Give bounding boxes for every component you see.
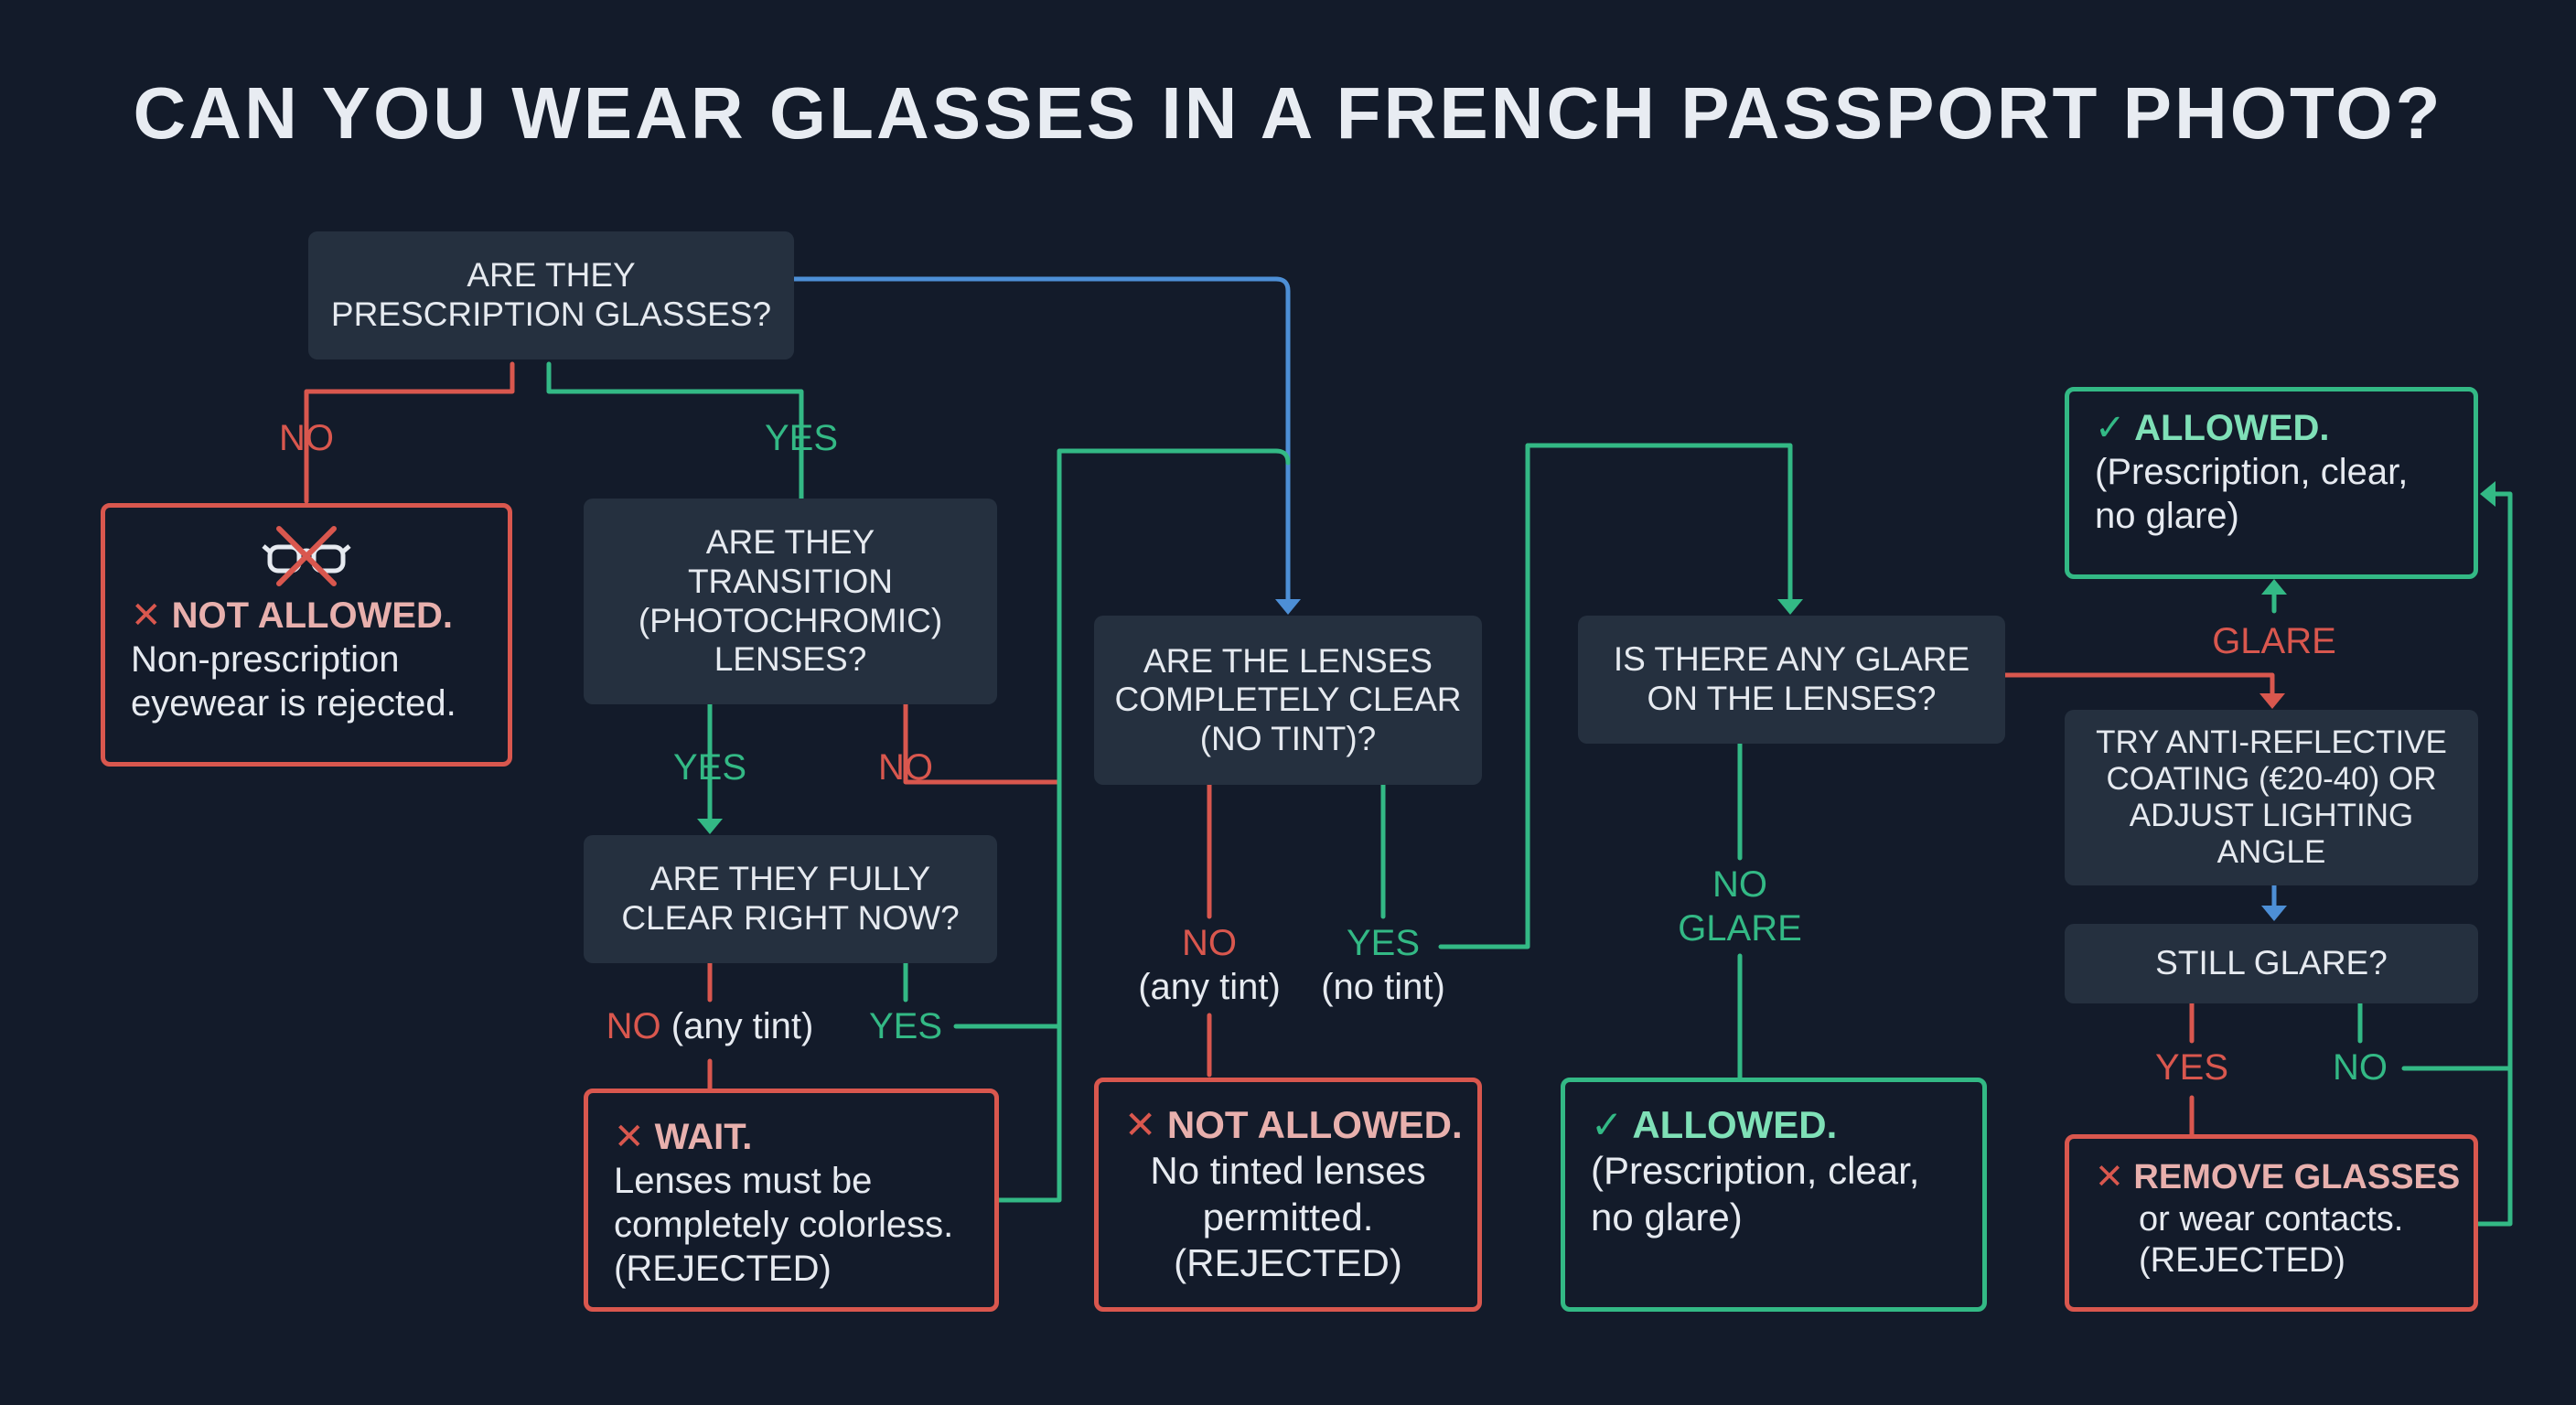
question-transition: ARE THEY TRANSITION (PHOTOCHROMIC) LENSE…	[584, 499, 997, 704]
question-still-glare: STILL GLARE?	[2065, 924, 2478, 1003]
connector-rx-no	[304, 361, 515, 504]
connector-gl-yes	[2002, 672, 2275, 700]
question-lenses-clear: ARE THE LENSES COMPLETELY CLEAR (NO TINT…	[1094, 616, 1482, 785]
connector-rx-to-lenses	[791, 276, 1291, 606]
result-not-allowed-tint: ✕ NOT ALLOWED. No tinted lenses permitte…	[1094, 1078, 1482, 1312]
arrow-head	[1275, 599, 1301, 615]
label-tr-yes: YES	[672, 747, 747, 788]
result-allowed-top: ✓ ALLOWED. (Prescription, clear, no glar…	[2065, 387, 2478, 579]
connector-rx-yes	[546, 361, 804, 501]
arrow-head	[2261, 906, 2287, 921]
page-title: CAN YOU WEAR GLASSES IN A FRENCH PASSPOR…	[133, 72, 2443, 154]
connector-tr-no	[903, 702, 1062, 785]
label-lc-no: NO (any tint)	[1138, 923, 1281, 1007]
label-fc-yes: YES	[868, 1006, 943, 1046]
arrow-head	[2259, 693, 2285, 709]
result-remove-glasses: ✕ REMOVE GLASSES or wear contacts. (REJE…	[2065, 1134, 2478, 1312]
label-rx-no: NO	[279, 418, 334, 458]
x-mark-icon: ✕	[2095, 1158, 2124, 1196]
x-mark-icon: ✕	[131, 595, 162, 636]
result-allowed-bottom: ✓ ALLOWED. (Prescription, clear, no glar…	[1561, 1078, 1987, 1312]
arrow-head	[2261, 579, 2287, 595]
check-mark-icon: ✓	[1591, 1103, 1624, 1146]
connector-remove-rail	[2473, 1066, 2513, 1227]
check-mark-icon: ✓	[2095, 408, 2126, 448]
label-sg-yes: YES	[2154, 1047, 2229, 1088]
question-glare: IS THERE ANY GLARE ON THE LENSES?	[1578, 616, 2005, 744]
arrow-head	[2480, 481, 2496, 507]
label-fc-no: NO (any tint)	[606, 1006, 814, 1046]
label-rx-yes: YES	[764, 418, 839, 458]
crossed-glasses-icon	[262, 526, 351, 586]
result-not-allowed-nonrx: ✕ NOT ALLOWED. Non-prescription eyewear …	[101, 503, 512, 767]
label-lc-yes: YES (no tint)	[1321, 923, 1445, 1007]
label-gl-no: NO GLARE	[1678, 864, 1802, 949]
arrow-head	[697, 819, 723, 834]
connector-lc-yes-b	[1438, 443, 1793, 949]
connector-wait-join	[996, 448, 1291, 1203]
label-tr-no: NO	[878, 747, 933, 788]
label-sg-no: NO	[2333, 1047, 2388, 1088]
question-anti-reflective: TRY ANTI-REFLECTIVE COATING (€20-40) OR …	[2065, 710, 2478, 885]
question-fully-clear: ARE THEY FULLY CLEAR RIGHT NOW?	[584, 835, 997, 963]
result-wait: ✕ WAIT. Lenses must be completely colorl…	[584, 1089, 999, 1312]
x-mark-icon: ✕	[614, 1117, 645, 1157]
connector-sg-no-b	[2401, 491, 2513, 1071]
question-prescription: ARE THEY PRESCRIPTION GLASSES?	[308, 231, 794, 359]
x-mark-icon: ✕	[1124, 1103, 1157, 1146]
label-gl-yes: GLARE	[2212, 621, 2336, 661]
arrow-head	[1777, 599, 1803, 615]
